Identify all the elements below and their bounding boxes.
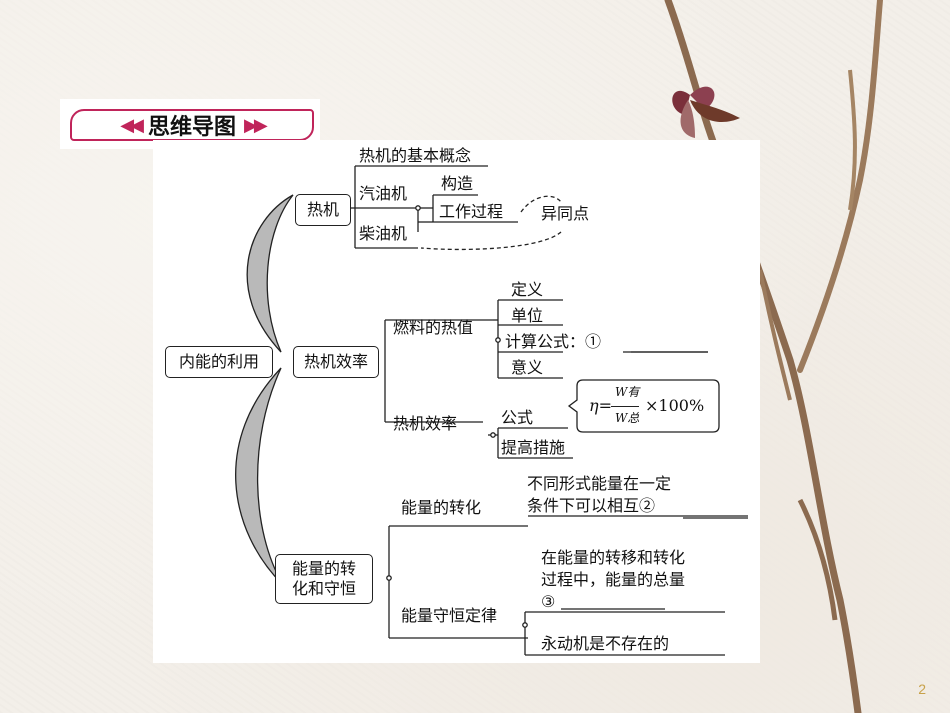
times-100-text: ×100% xyxy=(645,396,705,415)
working-process-text: 工作过程 xyxy=(439,202,504,221)
gasoline-engine-text: 汽油机 xyxy=(359,184,408,203)
heat-engine-node: 热机 xyxy=(295,194,351,226)
w-total: W总 xyxy=(615,411,640,425)
mindmap-diagram: 内能的利用 热机 热机的基本概念 汽油机 柴油机 构造 工作过程 异同点 热机效… xyxy=(153,140,760,663)
definition-text: 定义 xyxy=(511,280,544,299)
heat-engine-label: 热机 xyxy=(306,200,339,219)
diesel-engine-text: 柴油机 xyxy=(359,224,408,243)
page-number: 2 xyxy=(918,681,926,697)
efficiency-node: 热机效率 xyxy=(293,346,379,378)
energy-node: 能量的转 化和守恒 xyxy=(275,554,373,604)
basic-concept-text: 热机的基本概念 xyxy=(359,146,472,165)
structure-text: 构造 xyxy=(441,174,474,193)
w-useful: W有 xyxy=(615,385,640,399)
conservation-desc-line2: 过程中，能量的总量 xyxy=(541,570,686,589)
unit-text: 单位 xyxy=(511,306,544,325)
formula-text: 计算公式：① xyxy=(505,332,602,351)
fuel-heat-value-text: 燃料的热值 xyxy=(393,318,474,337)
energy-conversion-text: 能量的转化 xyxy=(401,498,482,517)
energy-label-line1: 能量的转 xyxy=(291,559,356,578)
root-node: 内能的利用 xyxy=(165,346,273,378)
eta-symbol: η= xyxy=(589,396,612,415)
improve-measures-text: 提高措施 xyxy=(501,438,566,457)
conservation-law-text: 能量守恒定律 xyxy=(401,606,498,625)
conservation-desc-line3: ③ xyxy=(541,592,556,611)
header-tab: ◀◀ 思维导图 ▶▶ xyxy=(70,109,314,141)
engine-efficiency-text: 热机效率 xyxy=(393,414,458,433)
right-arrows-icon: ▶▶ xyxy=(244,114,268,136)
meaning-text: 意义 xyxy=(511,358,544,377)
efficiency-label: 热机效率 xyxy=(303,352,368,371)
root-label: 内能的利用 xyxy=(178,352,259,371)
conversion-desc-line1: 不同形式能量在一定 xyxy=(527,474,672,493)
efficiency-formula-text: 公式 xyxy=(501,408,534,427)
flower-icon xyxy=(672,86,740,138)
fraction-bar xyxy=(611,406,639,407)
energy-label-line2: 化和守恒 xyxy=(291,579,356,598)
mindmap-connectors xyxy=(235,165,748,656)
conservation-desc-line1: 在能量的转移和转化 xyxy=(541,548,686,567)
perpetual-motion-text: 永动机是不存在的 xyxy=(541,634,670,653)
left-arrows-icon: ◀◀ xyxy=(120,114,144,136)
header-title: 思维导图 xyxy=(147,115,236,140)
conversion-desc-line2: 条件下可以相互② xyxy=(527,496,656,515)
differences-text: 异同点 xyxy=(541,204,590,223)
